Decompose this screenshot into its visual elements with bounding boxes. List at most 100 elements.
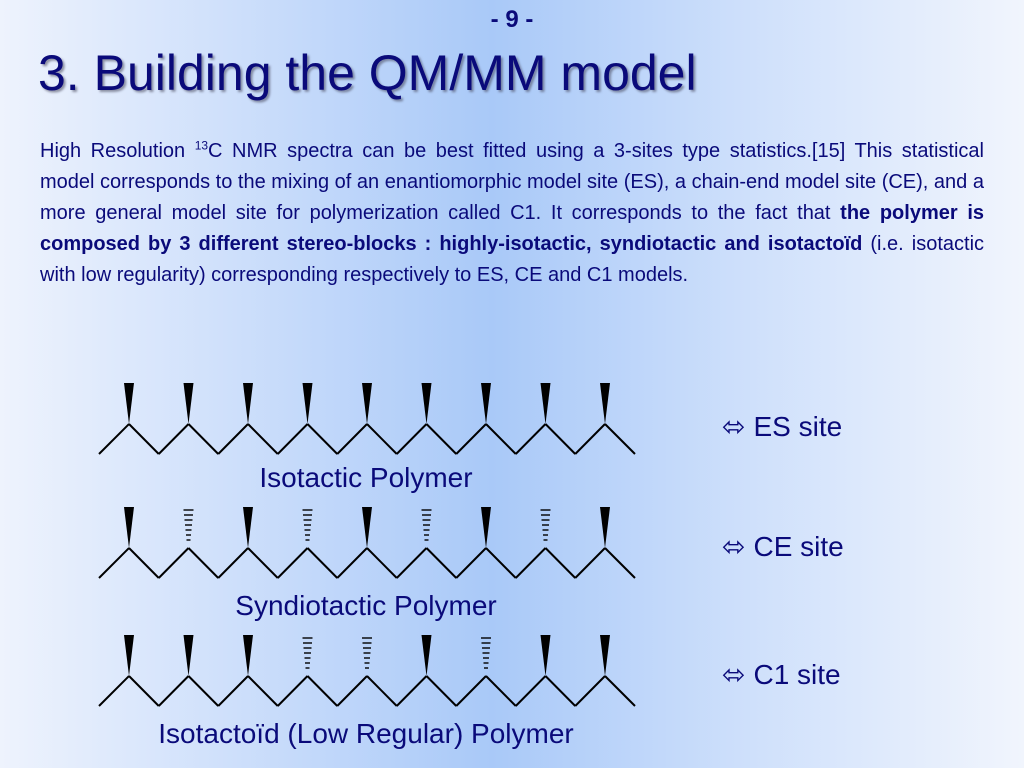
backbone-bond	[247, 675, 279, 707]
isotope-superscript: 13	[194, 138, 209, 153]
backbone-bond	[277, 423, 309, 455]
c1-site-text: C1 site	[753, 659, 841, 690]
backbone-bond	[485, 423, 517, 455]
backbone-bond	[485, 675, 517, 707]
backbone-bond	[574, 675, 606, 707]
wedge-bond	[183, 383, 194, 424]
backbone-bond	[128, 423, 160, 455]
hashed-bond	[481, 637, 491, 669]
hashed-bond	[362, 637, 372, 669]
backbone-bond	[604, 675, 636, 707]
backbone-bond	[396, 547, 428, 579]
double-arrow-icon: ⬄	[722, 531, 746, 562]
double-arrow-icon: ⬄	[722, 659, 746, 690]
wedge-bond	[362, 507, 372, 548]
backbone-bond	[574, 423, 606, 455]
backbone-bond	[425, 423, 457, 455]
isotactic-polymer-structure	[98, 383, 636, 455]
hashed-bond	[183, 509, 194, 541]
es-site-text: ES site	[753, 411, 843, 442]
ce-site-label: ⬄CE site	[722, 530, 844, 563]
backbone-bond	[158, 423, 190, 455]
backbone-bond	[425, 547, 457, 579]
wedge-bond	[540, 383, 551, 424]
backbone-bond	[544, 675, 576, 707]
wedge-bond	[124, 383, 134, 424]
wedge-bond	[302, 383, 313, 424]
backbone-bond	[277, 675, 309, 707]
backbone-bond	[515, 675, 547, 707]
backbone-bond	[455, 423, 487, 455]
backbone-bond	[277, 547, 309, 579]
wedge-bond	[243, 383, 253, 424]
backbone-bond	[544, 423, 576, 455]
wedge-bond	[481, 507, 491, 548]
wedge-bond	[600, 635, 610, 676]
backbone-bond	[247, 423, 279, 455]
hashed-bond	[540, 509, 551, 541]
backbone-bond	[485, 547, 517, 579]
backbone-bond	[158, 675, 190, 707]
backbone-bond	[425, 675, 457, 707]
isotactoid-polymer-structure	[98, 635, 636, 707]
slide-title: 3. Building the QM/MM model	[38, 45, 697, 101]
backbone-bond	[306, 547, 338, 579]
body-text-main: C NMR spectra can be best fitted using a…	[40, 140, 985, 224]
backbone-bond	[336, 675, 368, 707]
backbone-bond	[604, 423, 636, 455]
wedge-bond	[421, 635, 432, 676]
backbone-bond	[366, 423, 398, 455]
backbone-bond	[128, 675, 160, 707]
wedge-bond	[600, 383, 610, 424]
isotactic-polymer-caption: Isotactic Polymer	[259, 462, 473, 493]
backbone-bond	[187, 423, 219, 455]
es-site-label: ⬄ES site	[722, 410, 842, 443]
hashed-bond	[302, 637, 313, 669]
wedge-bond	[421, 383, 432, 424]
wedge-bond	[540, 635, 551, 676]
backbone-bond	[336, 423, 368, 455]
backbone-bond	[128, 547, 160, 579]
wedge-bond	[124, 635, 134, 676]
wedge-bond	[243, 635, 253, 676]
backbone-bond	[455, 547, 487, 579]
backbone-bond	[247, 547, 279, 579]
backbone-bond	[98, 423, 130, 455]
backbone-bond	[515, 423, 547, 455]
wedge-bond	[124, 507, 134, 548]
backbone-bond	[306, 675, 338, 707]
backbone-bond	[187, 547, 219, 579]
c1-site-label: ⬄C1 site	[722, 658, 841, 691]
backbone-bond	[336, 547, 368, 579]
wedge-bond	[481, 383, 491, 424]
wedge-bond	[243, 507, 253, 548]
backbone-bond	[98, 675, 130, 707]
syndiotactic-polymer-structure	[98, 507, 636, 579]
hashed-bond	[302, 509, 313, 541]
backbone-bond	[574, 547, 606, 579]
wedge-bond	[600, 507, 610, 548]
double-arrow-icon: ⬄	[722, 411, 746, 442]
backbone-bond	[217, 547, 249, 579]
wedge-bond	[362, 383, 372, 424]
syndiotactic-polymer-caption: Syndiotactic Polymer	[235, 590, 497, 621]
backbone-bond	[98, 547, 130, 579]
backbone-bond	[217, 675, 249, 707]
backbone-bond	[604, 547, 636, 579]
body-paragraph: High Resolution 13C NMR spectra can be b…	[40, 136, 984, 291]
isotactoid-polymer-caption: Isotactoïd (Low Regular) Polymer	[158, 718, 574, 749]
wedge-bond	[183, 635, 194, 676]
backbone-bond	[187, 675, 219, 707]
body-text-intro: High Resolution	[40, 140, 195, 162]
backbone-bond	[217, 423, 249, 455]
body-text-end: (i.e. isotactic with low regularity) cor…	[40, 233, 985, 286]
backbone-bond	[544, 547, 576, 579]
hashed-bond	[421, 509, 432, 541]
backbone-bond	[366, 675, 398, 707]
backbone-bond	[515, 547, 547, 579]
backbone-bond	[306, 423, 338, 455]
body-text-emphasis: the polymer is composed by 3 different s…	[40, 202, 984, 255]
page-number: - 9 -	[490, 6, 534, 33]
backbone-bond	[396, 423, 428, 455]
ce-site-text: CE site	[753, 531, 844, 562]
